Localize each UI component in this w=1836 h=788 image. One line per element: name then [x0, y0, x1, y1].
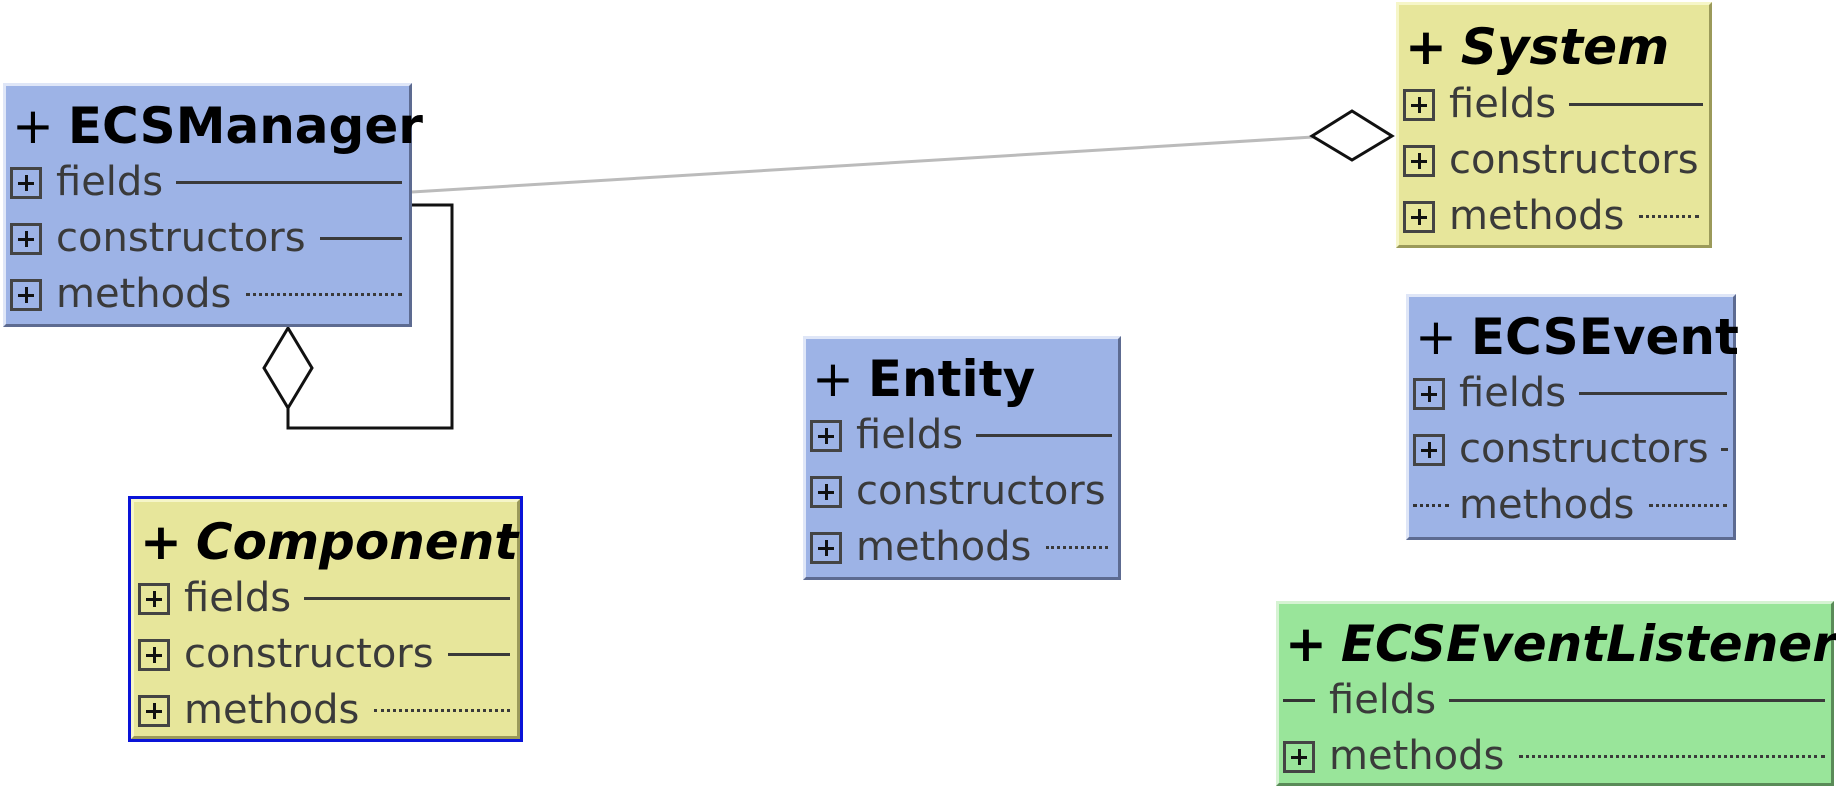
class-ecsmanager[interactable]: +ECSManager fields constructors methods: [3, 83, 423, 327]
expand-constructors-icon[interactable]: [1403, 145, 1435, 177]
methods-label: methods: [1449, 193, 1625, 239]
class-name: System: [1460, 18, 1670, 76]
visibility-marker: +: [1415, 308, 1457, 366]
association-ecsmanager-system[interactable]: [411, 135, 1314, 194]
fields-section: fields: [1413, 368, 1731, 418]
class-ecseventlistener[interactable]: +ECSEventListener fields methods: [1276, 601, 1836, 786]
fields-label: fields: [1449, 81, 1557, 127]
expand-constructors-icon[interactable]: [138, 639, 170, 671]
methods-label: methods: [1459, 482, 1635, 528]
constructors-label: constructors: [1449, 137, 1699, 183]
methods-label: methods: [56, 271, 232, 317]
visibility-marker: +: [812, 350, 854, 408]
class-title: +Entity: [812, 349, 1035, 409]
fields-section: fields: [10, 157, 406, 207]
constructors-section: constructors: [138, 629, 514, 679]
fields-section: fields: [810, 410, 1116, 460]
fields-label: fields: [56, 159, 164, 205]
class-component[interactable]: +Component fields constructors methods: [128, 496, 523, 742]
constructors-section: constructors: [1413, 424, 1731, 474]
constructors-section: constructors: [1403, 135, 1707, 185]
fields-label: fields: [184, 575, 292, 621]
fields-section: fields: [1403, 79, 1707, 129]
fields-label: fields: [1459, 370, 1567, 416]
constructors-label: constructors: [184, 631, 434, 677]
methods-section: methods: [1413, 480, 1731, 530]
visibility-marker: +: [140, 513, 182, 571]
class-title: +ECSEventListener: [1285, 614, 1836, 674]
constructors-label: constructors: [1459, 426, 1709, 472]
expand-fields-icon[interactable]: [1413, 378, 1445, 410]
expand-methods-icon[interactable]: [810, 532, 842, 564]
expand-fields-icon[interactable]: [10, 167, 42, 199]
visibility-marker: +: [12, 97, 54, 155]
methods-section: methods: [1403, 191, 1707, 241]
collapsed-methods-marker: [1413, 504, 1449, 507]
fields-label: fields: [856, 412, 964, 458]
methods-section: methods: [1283, 731, 1829, 781]
class-name: ECSManager: [67, 97, 423, 155]
class-title: +ECSEvent: [1415, 307, 1739, 367]
visibility-marker: +: [1285, 615, 1327, 673]
methods-label: methods: [184, 687, 360, 733]
expand-constructors-icon[interactable]: [10, 223, 42, 255]
class-name: ECSEventListener: [1340, 615, 1836, 673]
visibility-marker: +: [1405, 18, 1447, 76]
aggregation-diamond-ecsmanager: [262, 325, 314, 411]
class-title: +System: [1405, 17, 1669, 77]
expand-methods-icon[interactable]: [10, 279, 42, 311]
class-name: Entity: [867, 350, 1036, 408]
class-name: Component: [195, 513, 519, 571]
methods-label: methods: [1329, 733, 1505, 779]
constructors-label: constructors: [56, 215, 306, 261]
fields-section: fields: [1283, 675, 1829, 725]
methods-label: methods: [856, 524, 1032, 570]
constructors-section: constructors: [810, 466, 1116, 516]
expand-constructors-icon[interactable]: [1413, 434, 1445, 466]
fields-label: fields: [1329, 677, 1437, 723]
constructors-label: constructors: [856, 468, 1106, 514]
class-title: +ECSManager: [12, 96, 423, 156]
expand-fields-icon[interactable]: [1403, 89, 1435, 121]
methods-section: methods: [810, 522, 1116, 572]
collapsed-fields-marker: [1283, 699, 1315, 702]
constructors-section: constructors: [10, 213, 406, 263]
methods-section: methods: [138, 685, 514, 735]
class-title: +Component: [140, 512, 518, 572]
class-name: ECSEvent: [1470, 308, 1739, 366]
methods-section: methods: [10, 269, 406, 319]
class-ecsevent[interactable]: +ECSEvent fields constructors methods: [1406, 294, 1739, 540]
expand-methods-icon[interactable]: [1283, 741, 1315, 773]
expand-fields-icon[interactable]: [138, 583, 170, 615]
expand-constructors-icon[interactable]: [810, 476, 842, 508]
expand-methods-icon[interactable]: [1403, 201, 1435, 233]
class-system[interactable]: +System fields constructors methods: [1396, 2, 1712, 248]
aggregation-diamond-system: [1309, 109, 1395, 162]
expand-fields-icon[interactable]: [810, 420, 842, 452]
expand-methods-icon[interactable]: [138, 695, 170, 727]
fields-section: fields: [138, 573, 514, 623]
self-association-ecsmanager[interactable]: [286, 203, 454, 430]
class-entity[interactable]: +Entity fields constructors methods: [803, 336, 1121, 580]
